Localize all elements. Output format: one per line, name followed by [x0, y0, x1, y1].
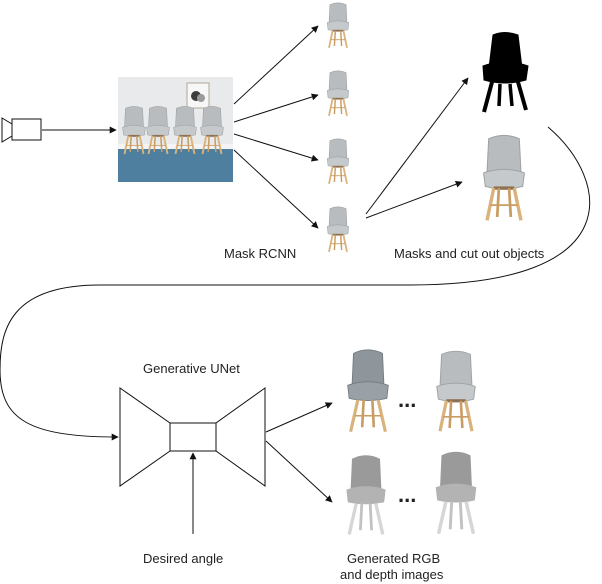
cutout-chair	[481, 133, 527, 223]
output-arrows	[265, 402, 333, 503]
generated-label-line2: and depth images	[340, 567, 444, 582]
generated-rgb-chair-1	[346, 348, 390, 434]
generated-depth-chair-1	[344, 453, 388, 537]
crop-chair-2	[326, 69, 350, 117]
crop-chair-4	[326, 205, 350, 253]
ellipsis-bottom: ...	[398, 482, 416, 507]
scene-photo	[118, 77, 233, 182]
camera-icon	[1, 117, 42, 143]
generated-depth-chair-2	[433, 450, 479, 536]
mask-rcnn-label: Mask RCNN	[224, 246, 296, 261]
crop-chair-1	[326, 1, 350, 49]
masks-cutout-label: Masks and cut out objects	[394, 246, 545, 261]
ellipsis-top: ...	[398, 387, 416, 412]
crop-chair-3	[326, 137, 350, 185]
desired-angle-label: Desired angle	[143, 551, 223, 566]
detection-arrows	[233, 25, 319, 229]
generative-unet-label: Generative UNet	[143, 361, 240, 376]
flow-connector	[0, 126, 591, 441]
generated-label-line1: Generated RGB	[347, 551, 440, 566]
mask-silhouette	[482, 32, 529, 113]
mask-arrows	[365, 77, 469, 219]
generated-rgb-chair-2	[435, 349, 477, 433]
unet-shape	[119, 387, 266, 487]
